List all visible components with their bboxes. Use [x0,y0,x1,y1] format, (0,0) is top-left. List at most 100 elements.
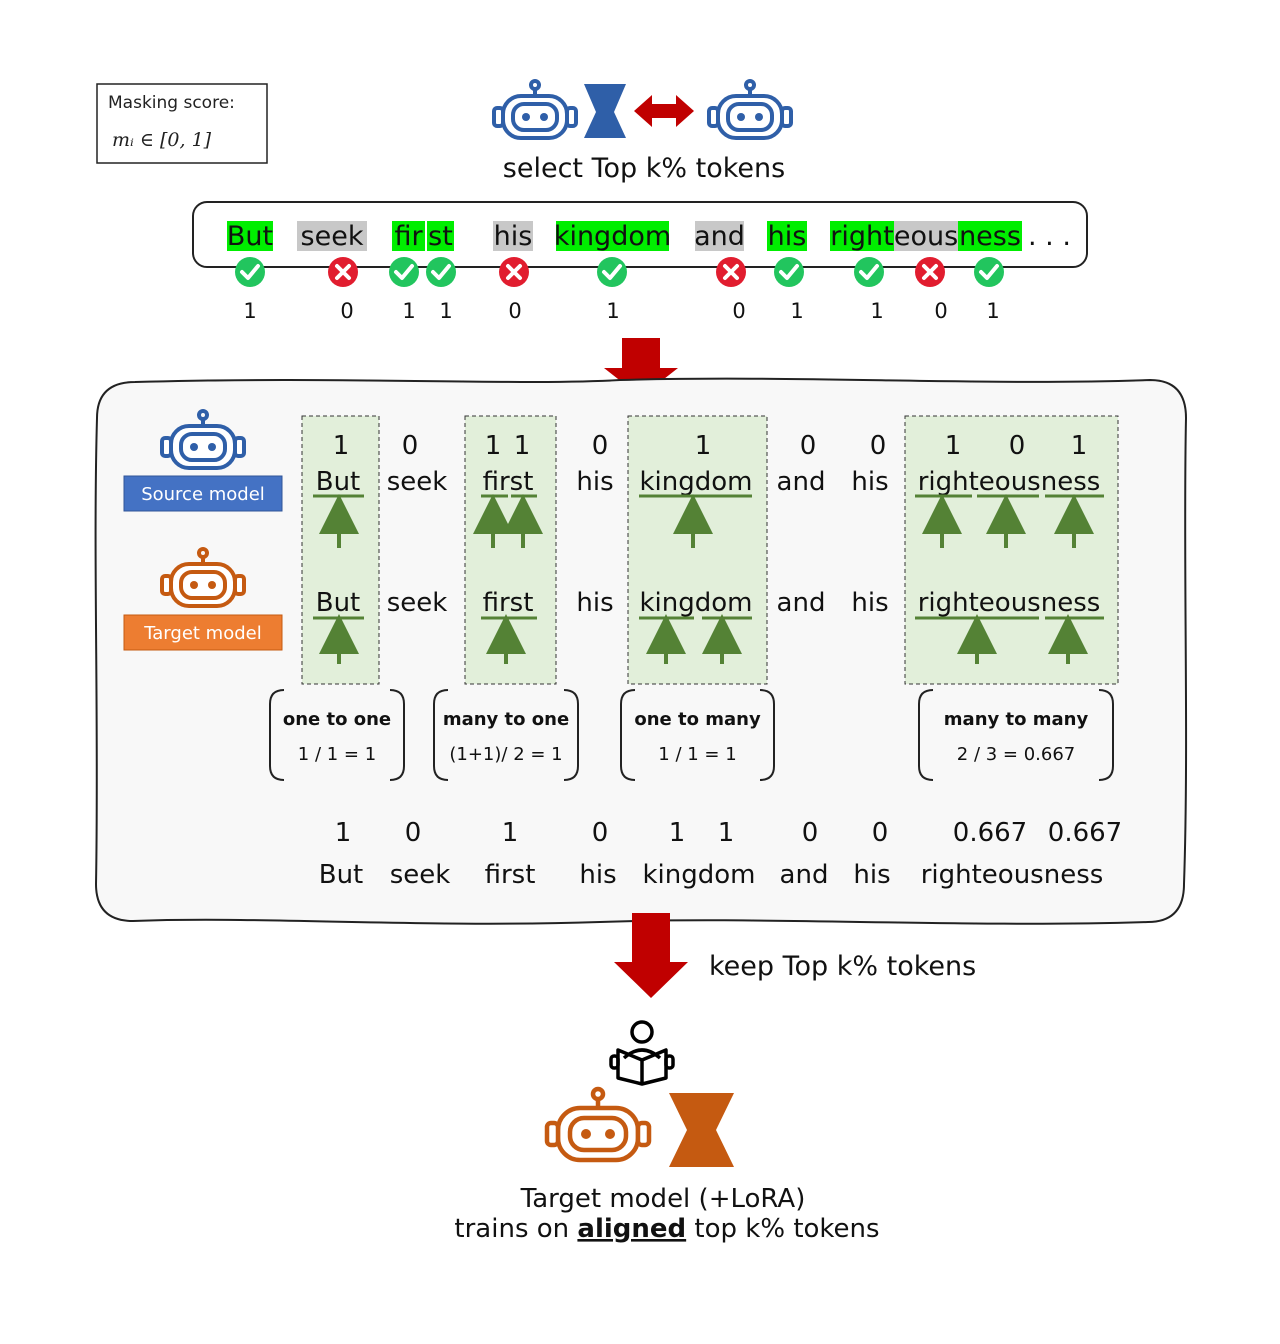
source-score: 1 [333,431,350,461]
token-highlight [830,221,894,251]
source-score: 0 [870,431,887,461]
token-text: his [494,221,533,252]
bottom-caption-post: top k% tokens [686,1214,879,1244]
case-value: 1 / 1 = 1 [298,744,376,765]
mask-score: 0 [934,299,947,323]
target-arrows [319,614,1088,664]
token-highlight [227,221,273,251]
bottom-caption-pre: trains on [454,1214,577,1244]
source-score: 0 [402,431,419,461]
target-word: first [483,588,534,618]
aligned-word: seek [390,860,451,890]
target-word: kingdom [639,588,752,618]
mask-score: 1 [606,299,619,323]
token-highlight [958,221,1022,251]
case-box: many to one(1+1)/ 2 = 1 [433,689,579,781]
token-highlight [392,221,425,251]
token-highlight [493,221,533,251]
aligned-score: 0 [802,818,819,848]
target-word: his [851,588,888,618]
case-box: one to one 1 / 1 = 1 [269,689,405,781]
target-model-robot-icon [160,547,246,608]
source-word: his [576,467,613,497]
bottom-caption-emph: aligned [577,1214,686,1244]
token-highlight [767,221,807,251]
source-model-robot-icon [160,409,246,470]
token-text: ness [959,221,1021,252]
check-icon [974,257,1004,287]
alignment-case-boxes: one to one 1 / 1 = 1 many to one(1+1)/ 2 =… [269,689,1114,781]
case-title: one to one [283,709,391,730]
source-score: 1 [695,431,712,461]
case-box: many to many 2 / 3 = 0.667 [918,689,1114,781]
token-highlight [556,221,669,251]
source-word: his [851,467,888,497]
aligned-word: righteousness [921,860,1104,890]
cross-icon [716,257,746,287]
target-word: righteousness [918,588,1101,618]
token-text: seek [301,221,364,252]
aligned-word: his [579,860,616,890]
check-icon [389,257,419,287]
masking-score-title: Masking score: [108,93,235,113]
token-ellipsis: . . . [1028,221,1071,252]
cross-icon [499,257,529,287]
source-score: 1 [1071,431,1088,461]
source-score: 1 [485,431,502,461]
aligned-score: 1 [502,818,519,848]
case-title: many to many [944,709,1089,730]
aligned-word: kingdom [642,860,755,890]
source-score: 0 [800,431,817,461]
aligned-score: 0 [405,818,422,848]
token-highlight [894,221,958,251]
down-arrow-2 [614,913,688,998]
source-word: kingdom [639,467,752,497]
target-word: and [777,588,826,618]
target-word: his [576,588,613,618]
token-highlight [297,221,367,251]
mask-score: 1 [870,299,883,323]
target-word: seek [387,588,448,618]
aligned-score: 0 [872,818,889,848]
aligned-word: his [853,860,890,890]
token-text: st [428,221,453,252]
mask-score: 0 [732,299,745,323]
case-title: one to many [634,709,761,730]
cross-icon [328,257,358,287]
source-score: 1 [945,431,962,461]
source-model-label: Source model [141,484,265,505]
align-box-many-to-one [464,415,557,685]
aligned-score: 0.667 [1048,818,1122,848]
source-word: righteousness [918,467,1101,497]
mask-score: 1 [986,299,999,323]
bottom-caption-line1: Target model (+LoRA) [520,1184,806,1214]
aligned-score: 1 [335,818,352,848]
mask-score: 0 [340,299,353,323]
hourglass-blue-icon [584,84,626,138]
mask-score: 1 [243,299,256,323]
target-model-badge [123,614,283,651]
token-highlight [427,221,454,251]
token-text: eous [894,221,958,252]
token-text: kingdom [554,221,671,252]
source-score: 0 [1009,431,1026,461]
hourglass-orange-icon [669,1093,734,1167]
token-text: and [694,221,745,252]
source-word: and [777,467,826,497]
source-model-group: Source model [123,409,283,512]
cross-icon [915,257,945,287]
check-icon [235,257,265,287]
source-score: 1 [514,431,531,461]
source-word: first [483,467,534,497]
source-arrows [319,494,1094,548]
token-highlight [695,221,744,251]
case-value: 2 / 3 = 0.667 [957,744,1075,765]
token-text: his [768,221,807,252]
aligned-score: 0 [592,818,609,848]
